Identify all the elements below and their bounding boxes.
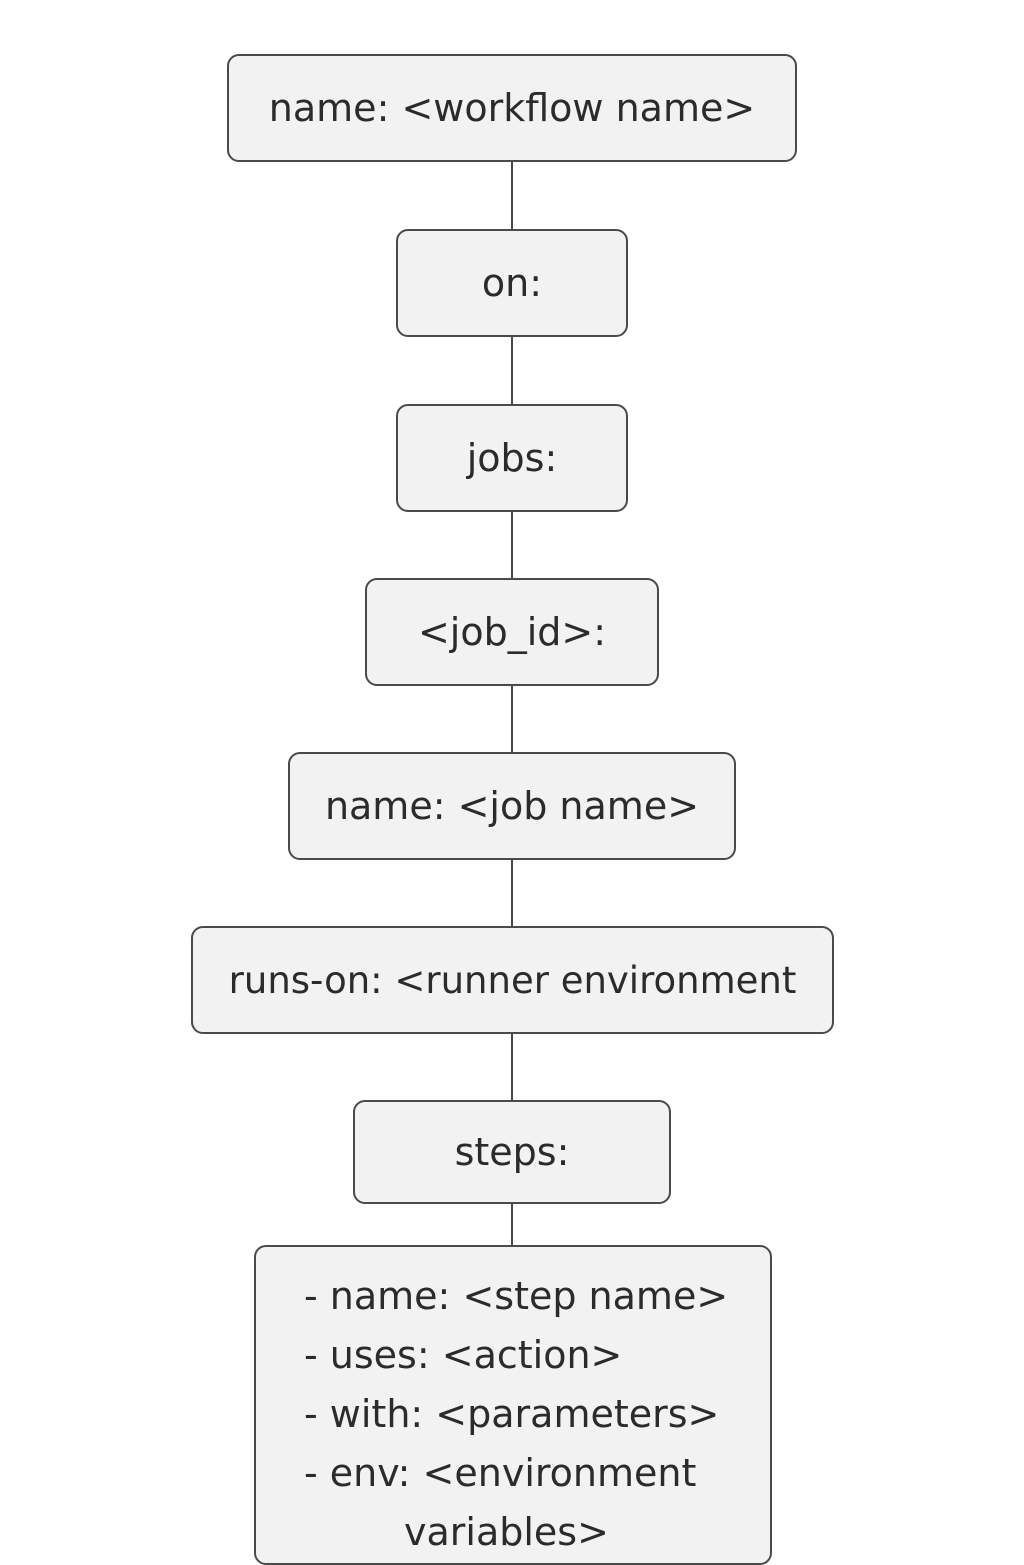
node-on: on:: [396, 229, 628, 337]
step-detail-env: - env: <environment: [304, 1451, 697, 1495]
edge-steps-to-step-details: [511, 1202, 513, 1248]
node-job-name-label: name: <job name>: [324, 784, 700, 828]
node-steps-label: steps:: [454, 1130, 570, 1174]
step-detail-env-continuation: variables>: [404, 1510, 609, 1554]
edge-jobs-to-job-id: [511, 510, 513, 581]
node-jobs: jobs:: [396, 404, 628, 512]
edge-job-id-to-job-name: [511, 684, 513, 755]
step-detail-with: - with: <parameters>: [304, 1392, 720, 1436]
node-workflow-name: name: <workflow name>: [227, 54, 797, 162]
edge-workflow-name-to-on: [511, 160, 513, 232]
step-detail-name: - name: <step name>: [304, 1274, 729, 1318]
node-on-label: on:: [481, 261, 543, 305]
node-jobs-label: jobs:: [466, 436, 558, 480]
node-job-id-label: <job_id>:: [417, 610, 607, 654]
edge-runs-on-to-steps: [511, 1032, 513, 1103]
node-step-details: - name: <step name> - uses: <action> - w…: [254, 1245, 772, 1565]
step-detail-uses: - uses: <action>: [304, 1333, 623, 1377]
edge-job-name-to-runs-on: [511, 858, 513, 929]
node-workflow-name-label: name: <workflow name>: [268, 86, 756, 130]
node-runs-on-label: runs-on: <runner environment: [228, 958, 797, 1002]
node-steps: steps:: [353, 1100, 671, 1204]
edge-on-to-jobs: [511, 335, 513, 407]
node-runs-on: runs-on: <runner environment: [191, 926, 834, 1034]
node-job-id: <job_id>:: [365, 578, 659, 686]
node-job-name: name: <job name>: [288, 752, 736, 860]
